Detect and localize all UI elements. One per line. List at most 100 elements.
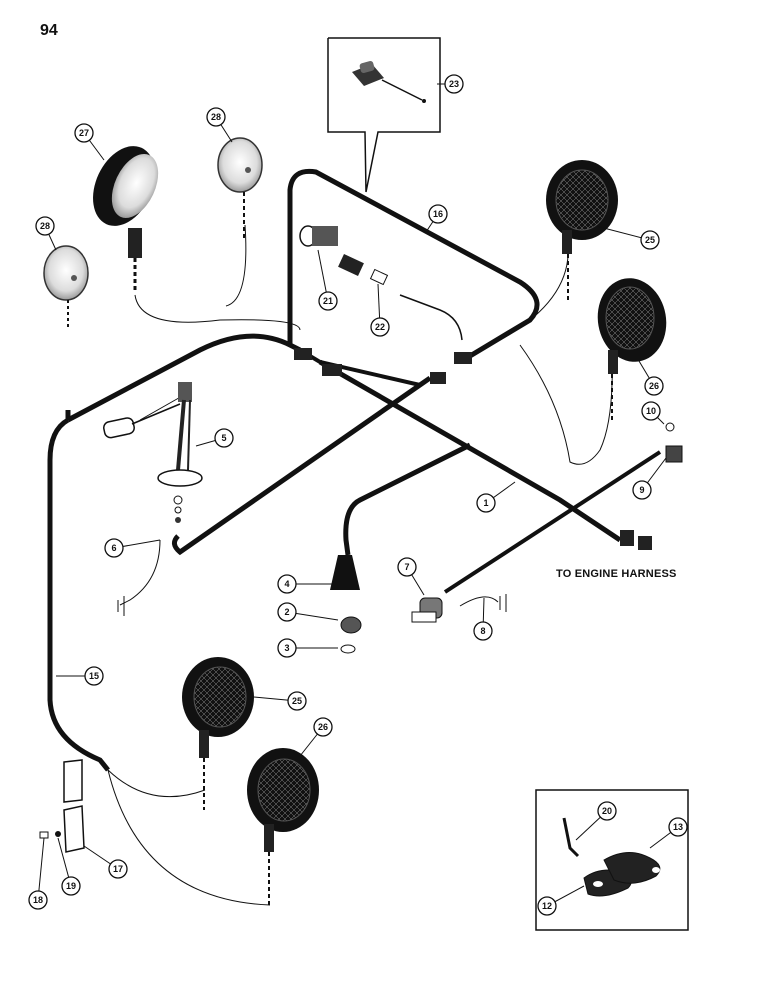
callout-number: 13 [673, 822, 683, 832]
callout-leader [37, 837, 45, 901]
callout-c4: 4 [277, 574, 334, 594]
callout-number: 16 [433, 209, 443, 219]
fuel-sender-5 [103, 382, 203, 523]
callout-number: 28 [211, 112, 221, 122]
lamp-25-top [546, 160, 618, 300]
callout-number: 2 [284, 607, 289, 617]
callout-c20: 20 [575, 801, 617, 841]
callout-c8: 8 [473, 597, 493, 641]
inset-box-12-13-20 [535, 789, 689, 931]
lamp-26-top [597, 278, 667, 420]
callout-circle [632, 480, 652, 500]
callout-number: 17 [113, 864, 123, 874]
callout-c28a: 28 [206, 107, 233, 143]
callout-c6: 6 [104, 538, 161, 558]
callout-circle [61, 876, 81, 896]
callout-circle [287, 691, 307, 711]
callout-circle [277, 574, 297, 594]
callout-c10: 10 [641, 401, 665, 425]
callout-c12: 12 [537, 885, 585, 916]
callout-c3: 3 [277, 638, 338, 658]
callout-circle [668, 817, 688, 837]
callout-number: 6 [111, 543, 116, 553]
callout-c26a: 26 [635, 355, 664, 396]
callout-c9: 9 [632, 457, 667, 500]
callout-c16: 16 [425, 204, 448, 233]
callout-number: 26 [649, 381, 659, 391]
callout-number: 3 [284, 643, 289, 653]
switch-7 [411, 597, 443, 623]
callout-c7: 7 [397, 557, 425, 596]
brackets-17-18-19 [39, 759, 85, 853]
callout-number: 25 [292, 696, 302, 706]
callout-circle [597, 801, 617, 821]
callout-c26b: 26 [299, 717, 333, 757]
callout-c25a: 25 [595, 225, 660, 250]
page-number: 94 [40, 22, 58, 39]
callout-number: 22 [375, 322, 385, 332]
callout-circle [84, 666, 104, 686]
lamp-28-left [43, 245, 89, 330]
callout-c18: 18 [28, 837, 48, 910]
callout-number: 25 [645, 235, 655, 245]
callout-c1: 1 [476, 481, 516, 513]
callout-circle [28, 890, 48, 910]
callout-circle [108, 859, 128, 879]
callout-number: 10 [646, 406, 656, 416]
callout-number: 1 [483, 498, 488, 508]
callout-c22: 22 [370, 283, 390, 337]
callout-c25b: 25 [253, 691, 307, 711]
callout-circle [640, 230, 660, 250]
callout-number: 21 [323, 296, 333, 306]
lamp-26-bottom [247, 748, 319, 906]
callout-number: 27 [79, 128, 89, 138]
callout-circle [476, 493, 496, 513]
callout-number: 15 [89, 671, 99, 681]
callout-c15: 15 [56, 666, 104, 686]
callout-number: 26 [318, 722, 328, 732]
callout-circle [206, 107, 226, 127]
connectors-plugs [294, 348, 652, 550]
inset-box-23 [327, 37, 441, 193]
callout-number: 18 [33, 895, 43, 905]
callout-circle [277, 602, 297, 622]
callout-circle [277, 638, 297, 658]
switch-4-2-3 [330, 555, 362, 654]
callout-circle [318, 291, 338, 311]
callout-c5: 5 [195, 428, 234, 448]
lamp-28-top [217, 137, 263, 240]
callout-c23: 23 [437, 74, 464, 94]
callout-circle [537, 896, 557, 916]
callout-circle [35, 216, 55, 236]
callout-number: 4 [284, 579, 289, 589]
callout-circle [313, 717, 333, 737]
callout-c21: 21 [317, 249, 338, 311]
callout-circle [428, 204, 448, 224]
callout-circle [644, 376, 664, 396]
callout-circle [104, 538, 124, 558]
callout-number: 19 [66, 881, 76, 891]
callout-c28b: 28 [35, 216, 57, 251]
callout-number: 23 [449, 79, 459, 89]
switch-9-10 [665, 422, 683, 463]
callout-circle [641, 401, 661, 421]
callout-number: 20 [602, 806, 612, 816]
callout-number: 5 [221, 433, 226, 443]
engine-harness-label: TO ENGINE HARNESS [556, 568, 677, 580]
lamp-27 [93, 146, 159, 290]
callout-c2: 2 [277, 602, 339, 622]
callout-circle [444, 74, 464, 94]
callout-number: 9 [639, 485, 644, 495]
callout-number: 12 [542, 901, 552, 911]
callouts: 1234567891012131516171819202122232525262… [28, 74, 688, 916]
callout-circle [370, 317, 390, 337]
callout-number: 8 [480, 626, 485, 636]
ground-symbols [117, 594, 507, 616]
harness-wires [47, 168, 662, 906]
connector-21-22 [299, 225, 389, 286]
callout-circle [214, 428, 234, 448]
callout-c17: 17 [83, 845, 128, 879]
callout-c13: 13 [649, 817, 688, 849]
